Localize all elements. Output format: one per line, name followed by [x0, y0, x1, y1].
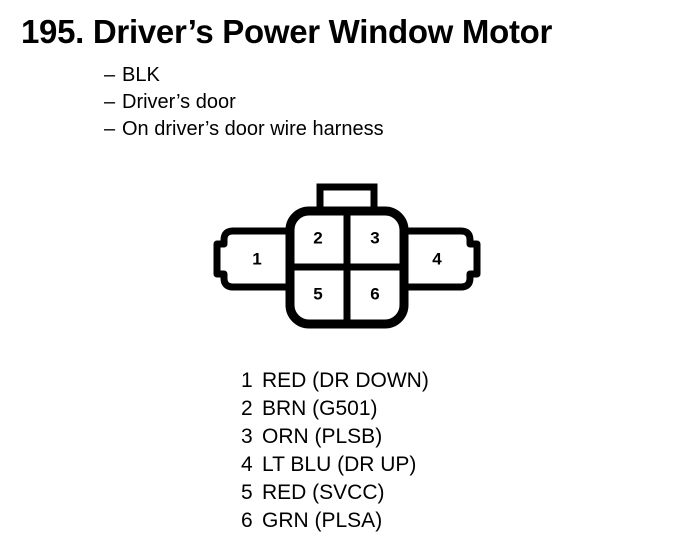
legend-pin-description: BRN (G501) [262, 397, 378, 420]
dash-bullet-icon: – [104, 64, 116, 86]
legend-pin-description: ORN (PLSB) [262, 425, 383, 448]
legend-row: 3 ORN (PLSB) [241, 423, 429, 451]
connector-left-tab [213, 227, 298, 291]
legend-pin-number: 3 [241, 425, 253, 448]
dash-bullet-icon: – [104, 91, 116, 113]
legend-pin-description: LT BLU (DR UP) [262, 453, 417, 476]
pin-legend: 1 RED (DR DOWN) 2 BRN (G501) 3 ORN (PLSB… [241, 367, 429, 535]
legend-pin-description: GRN (PLSA) [262, 509, 383, 532]
legend-pin-description: RED (SVCC) [262, 481, 385, 504]
page-title: 195. Driver’s Power Window Motor [21, 13, 553, 50]
connector-pin-1: 1 [252, 249, 261, 268]
descriptor-item: – Driver’s door [104, 89, 624, 116]
legend-row: 1 RED (DR DOWN) [241, 367, 429, 395]
connector-right-tab [396, 227, 481, 291]
connector-pin-2: 2 [313, 228, 322, 247]
legend-row: 4 LT BLU (DR UP) [241, 451, 429, 479]
descriptor-item: – BLK [104, 62, 624, 89]
descriptor-label: BLK [122, 64, 160, 86]
legend-pin-number: 5 [241, 481, 253, 504]
legend-pin-number: 1 [241, 369, 253, 392]
connector-pin-4: 4 [432, 249, 442, 268]
legend-pin-description: RED (DR DOWN) [262, 369, 429, 392]
descriptor-item: – On driver’s door wire harness [104, 116, 624, 143]
legend-row: 6 GRN (PLSA) [241, 507, 429, 535]
legend-pin-number: 6 [241, 509, 253, 532]
legend-row: 2 BRN (G501) [241, 395, 429, 423]
connector-body [285, 206, 409, 329]
descriptor-list: – BLK – Driver’s door – On driver’s door… [104, 62, 624, 143]
connector-pin-3: 3 [370, 228, 379, 247]
connector-diagram: 1 4 2 3 5 6 [212, 182, 482, 332]
legend-pin-number: 2 [241, 397, 253, 420]
descriptor-label: On driver’s door wire harness [122, 118, 384, 140]
legend-pin-number: 4 [241, 453, 253, 476]
legend-row: 5 RED (SVCC) [241, 479, 429, 507]
dash-bullet-icon: – [104, 118, 116, 140]
descriptor-label: Driver’s door [122, 91, 236, 113]
connector-pin-6: 6 [370, 284, 379, 303]
connector-pin-5: 5 [313, 284, 322, 303]
